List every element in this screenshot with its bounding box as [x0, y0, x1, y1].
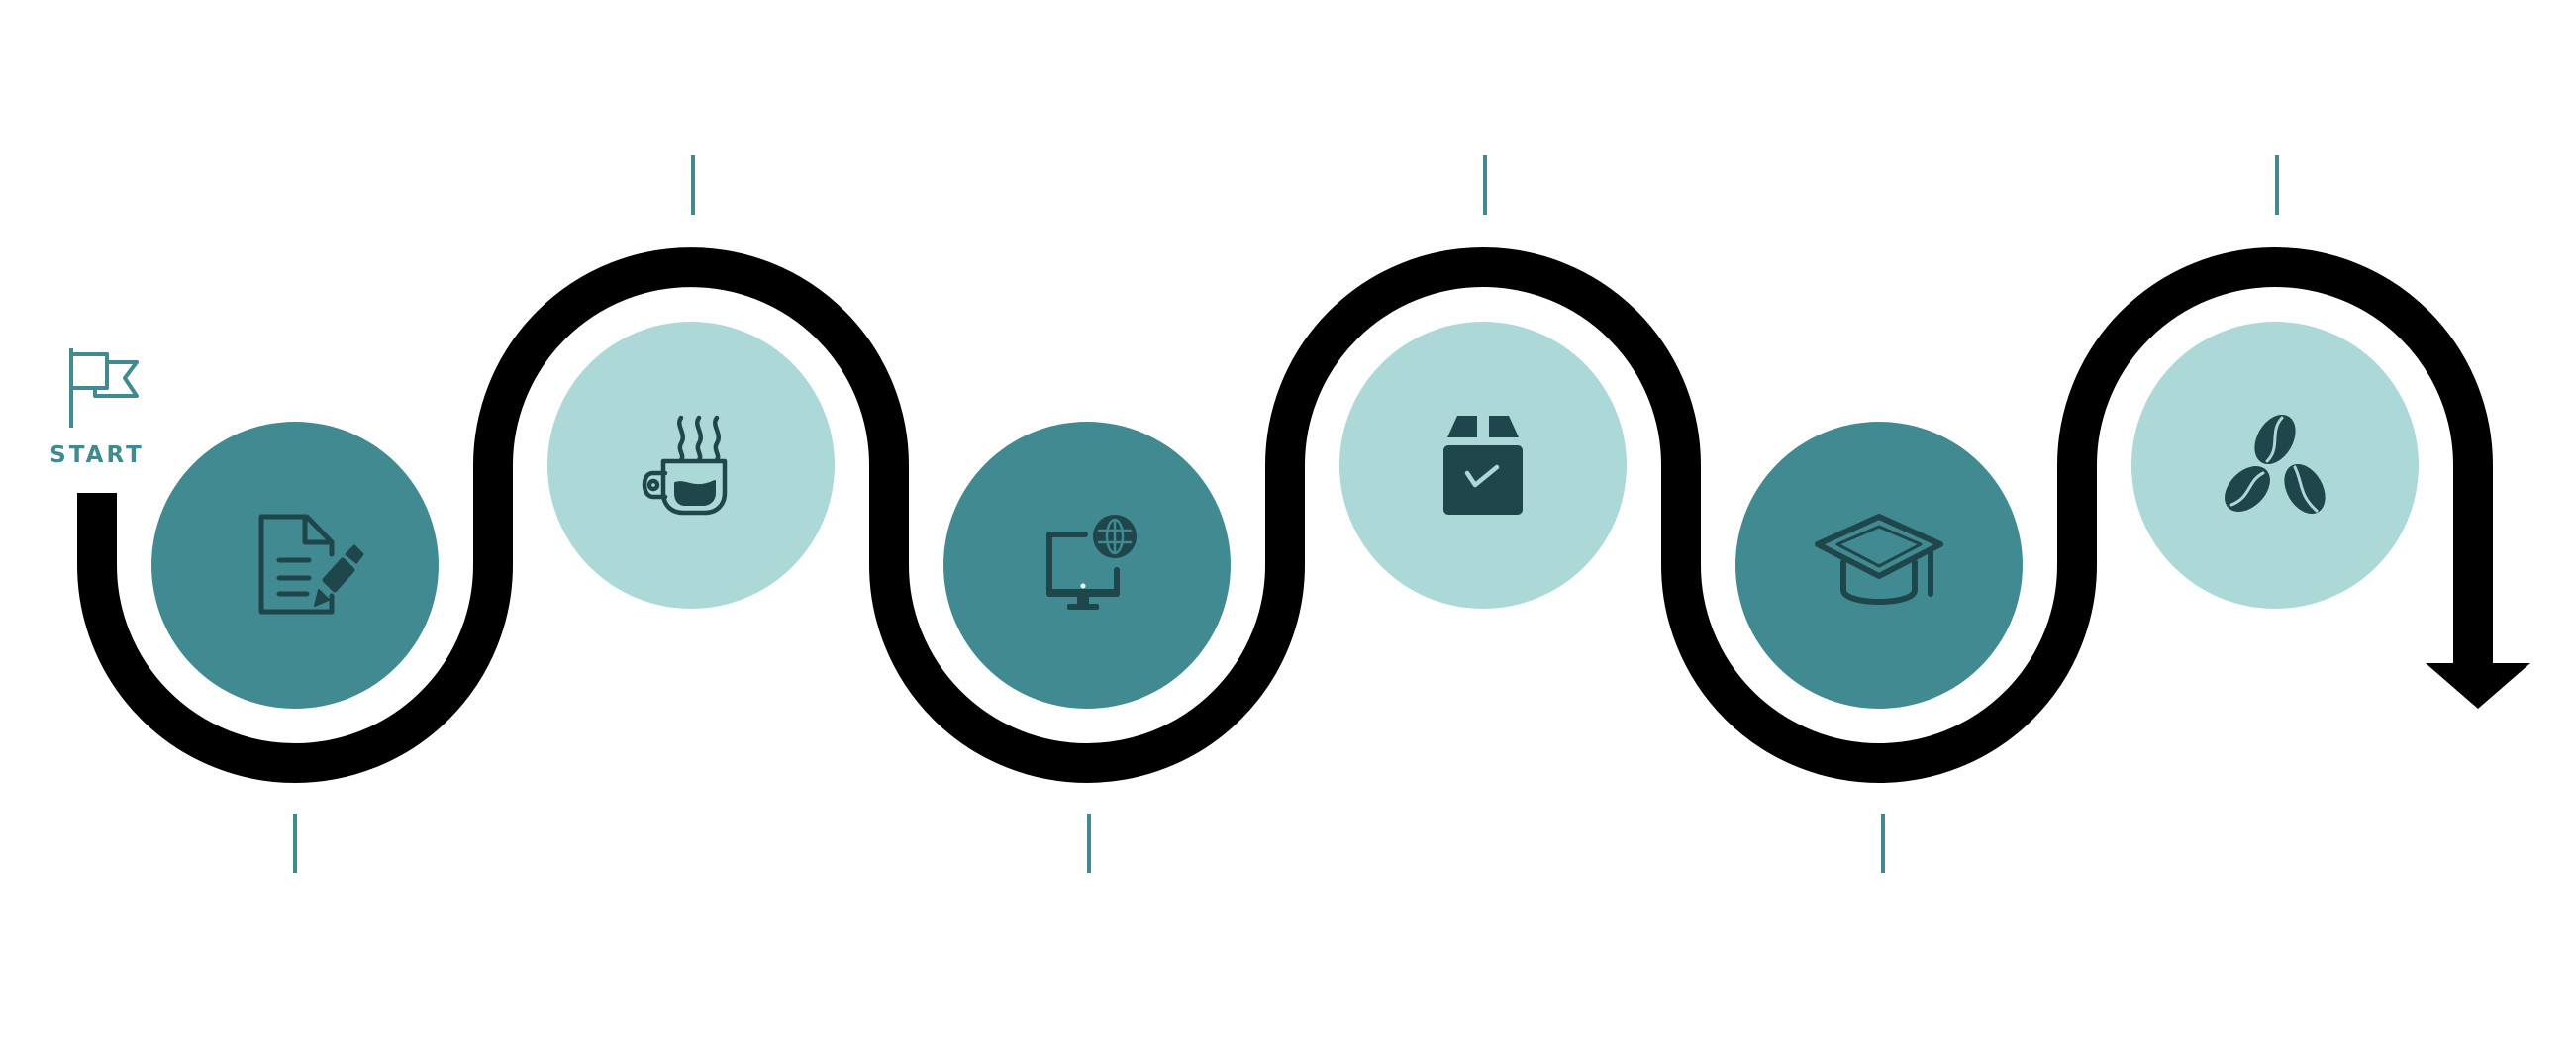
box-check-icon	[1443, 416, 1523, 515]
step-2-tick	[691, 155, 695, 215]
step-2-circle	[547, 322, 835, 609]
step-4-tick	[1483, 155, 1487, 215]
document-edit-icon	[258, 514, 364, 615]
computer-globe-icon	[1046, 515, 1137, 610]
timeline-path	[77, 247, 2493, 783]
step-6-circle	[2131, 322, 2419, 609]
step-1-tick	[293, 814, 297, 873]
step-3-tick	[1087, 814, 1091, 873]
graduation-cap-icon	[1815, 514, 1943, 605]
coffee-beans-icon	[2225, 414, 2326, 515]
hot-coffee-cup-icon	[642, 415, 728, 516]
step-3-circle	[943, 422, 1231, 709]
step-6-tick	[2275, 155, 2279, 215]
step-1-circle	[151, 422, 439, 709]
start-label: START	[50, 442, 145, 468]
step-5-tick	[1881, 814, 1885, 873]
flag-icon	[69, 348, 139, 428]
arrow-down-icon	[2426, 663, 2530, 709]
